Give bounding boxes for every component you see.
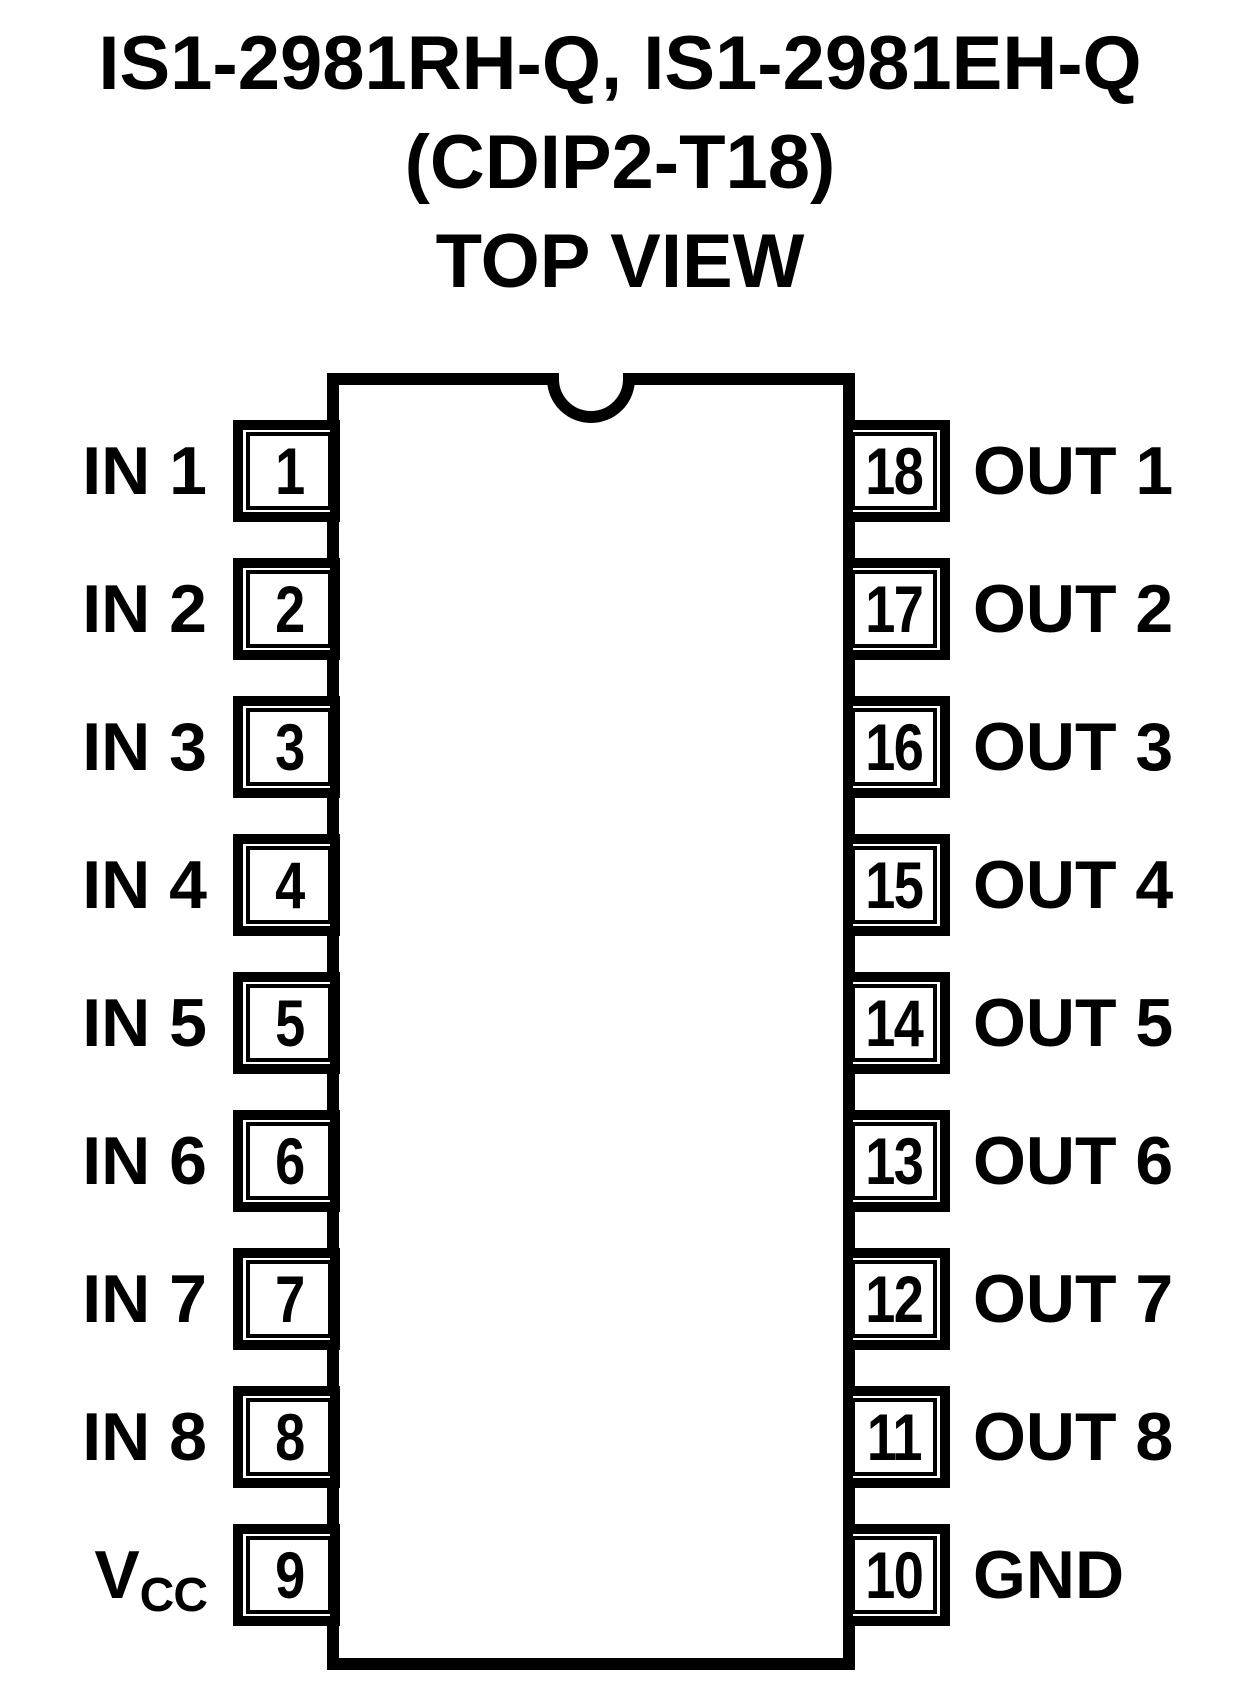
pin-row-right-15: OUT 4 15 [0,834,1256,936]
pin-row-right-18: OUT 1 18 [0,420,1256,522]
pin-15-number: 15 [865,848,925,922]
pin-13-label: OUT 6 [973,1123,1174,1199]
diagram-title: IS1-2981RH-Q, IS1-2981EH-Q (CDIP2-T18) T… [0,14,1240,311]
pin-6-box: 6 [233,1110,340,1212]
pin-9-number: 9 [274,1538,305,1612]
pin-18-number: 18 [865,434,925,508]
pin-row-right-17: OUT 2 17 [0,558,1256,660]
pin-7-box: 7 [233,1248,340,1350]
pin-row-left-8: IN 8 8 [0,1386,1256,1488]
pin-12-box: 12 [843,1248,950,1350]
pin-15-box: 15 [843,834,950,936]
pin-row-left-1: IN 1 1 [0,420,1256,522]
pin-18-label: OUT 1 [973,433,1174,509]
pin-8-box: 8 [233,1386,340,1488]
pin-11-box: 11 [843,1386,950,1488]
pin-8-number: 8 [274,1400,305,1474]
pin-2-label: IN 2 [82,571,207,647]
pin-9-label: VCC [94,1537,208,1622]
package-outline-with-orientation-notch-icon [327,373,855,1670]
pin-11-number: 11 [867,1400,923,1474]
pin-4-label: IN 4 [82,847,207,923]
pin-13-box: 13 [843,1110,950,1212]
pin-5-number: 5 [274,986,305,1060]
pin-12-number: 12 [865,1262,925,1336]
pin-18-box: 18 [843,420,950,522]
pin-3-box: 3 [233,696,340,798]
pin-row-right-13: OUT 6 13 [0,1110,1256,1212]
title-line-view: TOP VIEW [435,219,805,304]
pin-row-left-7: IN 7 7 [0,1248,1256,1350]
pin-row-right-11: OUT 8 11 [0,1386,1256,1488]
pin-2-box: 2 [233,558,340,660]
pin-16-box: 16 [843,696,950,798]
title-line-part-numbers: IS1-2981RH-Q, IS1-2981EH-Q [98,21,1142,106]
pin-14-label: OUT 5 [973,985,1174,1061]
pin-12-label: OUT 7 [973,1261,1174,1337]
pin-8-label: IN 8 [82,1399,207,1475]
pin-17-label: OUT 2 [973,571,1174,647]
pin-14-box: 14 [843,972,950,1074]
pin-row-left-5: IN 5 5 [0,972,1256,1074]
pin-3-number: 3 [274,710,305,784]
pin-16-label: OUT 3 [973,709,1174,785]
pin-16-number: 16 [865,710,925,784]
pin-6-label: IN 6 [82,1123,207,1199]
pin-7-number: 7 [274,1262,305,1336]
pin-4-box: 4 [233,834,340,936]
pin-row-right-12: OUT 7 12 [0,1248,1256,1350]
pin-10-label: GND [973,1537,1125,1613]
pin-row-right-10: GND 10 [0,1524,1256,1626]
pin-11-label: OUT 8 [973,1399,1174,1475]
pin-10-box: 10 [843,1524,950,1626]
pin-17-box: 17 [843,558,950,660]
pin-5-label: IN 5 [82,985,207,1061]
pin-15-label: OUT 4 [973,847,1174,923]
pin-5-box: 5 [233,972,340,1074]
pin-row-left-3: IN 3 3 [0,696,1256,798]
pin-14-number: 14 [865,986,925,1060]
pin-7-label: IN 7 [82,1261,207,1337]
pin-4-number: 4 [274,848,305,922]
pin-row-left-2: IN 2 2 [0,558,1256,660]
pin-3-label: IN 3 [82,709,207,785]
pin-13-number: 13 [865,1124,925,1198]
pin-row-right-16: OUT 3 16 [0,696,1256,798]
pin-1-box: 1 [233,420,340,522]
pin-17-number: 17 [865,572,925,646]
pin-6-number: 6 [274,1124,305,1198]
pin-row-left-6: IN 6 6 [0,1110,1256,1212]
pin-1-label: IN 1 [82,433,207,509]
pin-10-number: 10 [865,1538,925,1612]
pin-row-left-9: VCC 9 [0,1524,1256,1626]
pin-1-number: 1 [274,434,305,508]
pin-row-right-14: OUT 5 14 [0,972,1256,1074]
pin-row-left-4: IN 4 4 [0,834,1256,936]
pin-2-number: 2 [274,572,305,646]
title-line-package-code: (CDIP2-T18) [404,120,836,205]
pin-9-box: 9 [233,1524,340,1626]
